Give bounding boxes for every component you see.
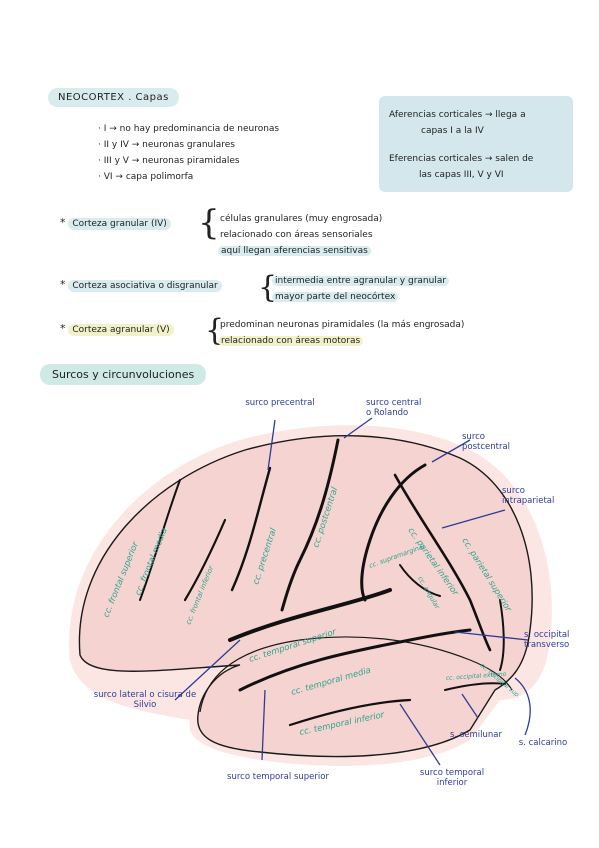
aferencias-box: Aferencias corticales → llega a capas I … bbox=[379, 96, 573, 192]
corteza-name: Corteza granular (IV) bbox=[68, 218, 171, 230]
arrow-central bbox=[343, 417, 373, 439]
surco-occipital-transverso bbox=[499, 599, 505, 671]
brace-icon: { bbox=[198, 203, 220, 243]
surco-angular bbox=[399, 564, 441, 597]
label-s-occipital-transverso: s. occipital transverso bbox=[524, 630, 570, 650]
corteza-item: aquí llegan aferencias sensitivas bbox=[218, 246, 371, 256]
label-s-semilunar: s. semilunar bbox=[450, 730, 502, 740]
label-surco-central: surco central o Rolando bbox=[366, 398, 422, 418]
label-surco-intraparietal: surco intraparietal bbox=[502, 486, 555, 506]
label-s-calcarino: s. calcarino bbox=[518, 738, 568, 748]
surco-semilunar bbox=[444, 682, 506, 691]
section-heading-neocortex: NEOCORTEX . Capas bbox=[48, 88, 179, 107]
section-heading-surcos: Surcos y circunvoluciones bbox=[40, 364, 207, 385]
gyrus-label: cc. occipital externo bbox=[446, 671, 507, 682]
bullet: · bbox=[98, 124, 101, 134]
corteza-name: Corteza agranular (V) bbox=[68, 324, 174, 336]
heading-text: NEOCORTEX . Capas bbox=[58, 92, 169, 103]
label-surco-precentral: surco precentral bbox=[245, 398, 315, 408]
brain-diagram: cc. frontal superior cc. frontal media c… bbox=[69, 417, 552, 766]
corteza-item: mayor parte del neocórtex bbox=[272, 292, 399, 302]
arrow-temporal-superior bbox=[261, 689, 266, 761]
arrow-temporal-inferior bbox=[399, 703, 441, 766]
surco-central bbox=[280, 438, 340, 612]
corteza-name: Corteza asociativa o disgranular bbox=[68, 280, 222, 292]
surco-postcentral bbox=[360, 463, 427, 602]
label-surco-postcentral: surco postcentral bbox=[462, 432, 511, 452]
surco-temporal-inferior bbox=[288, 698, 412, 727]
capa-item: · I → no hay predominancia de neuronas bbox=[98, 124, 279, 134]
surco-temporal-superior bbox=[238, 628, 472, 692]
bullet: · bbox=[98, 156, 101, 166]
arrow-calcarino bbox=[514, 677, 531, 736]
corteza-item: intermedia entre agranular y granular bbox=[272, 276, 450, 286]
eferencias-line: las capas III, V y VI bbox=[419, 170, 504, 180]
aferencias-line: capas I a la IV bbox=[421, 126, 484, 136]
bullet: · bbox=[98, 172, 101, 182]
corteza-item: relacionado con áreas sensoriales bbox=[220, 230, 373, 240]
capa-item: · II y IV → neuronas granulares bbox=[98, 140, 235, 150]
arrow-lateral bbox=[174, 639, 241, 701]
capa-text: VI → capa polimorfa bbox=[103, 172, 194, 182]
star-icon: * bbox=[60, 322, 66, 335]
surco-frontal-superior bbox=[139, 479, 181, 601]
corteza-item: células granulares (muy engrosada) bbox=[220, 214, 383, 224]
corteza-item: predominan neuronas piramidales (la más … bbox=[220, 320, 465, 330]
capa-text: II y IV → neuronas granulares bbox=[103, 140, 235, 150]
sulci bbox=[139, 438, 506, 727]
corteza-granular-title: * Corteza granular (IV) bbox=[60, 216, 171, 230]
capa-text: I → no hay predominancia de neuronas bbox=[103, 124, 280, 134]
arrow-occipital-transverso bbox=[454, 631, 529, 641]
star-icon: * bbox=[60, 278, 66, 291]
arrow-semilunar bbox=[461, 693, 479, 719]
arrow-postcentral bbox=[431, 439, 471, 463]
corteza-asociativa-title: * Corteza asociativa o disgranular bbox=[60, 278, 222, 292]
capa-text: III y V → neuronas piramidales bbox=[103, 156, 240, 166]
capa-item: · III y V → neuronas piramidales bbox=[98, 156, 240, 166]
label-surco-lateral: surco lateral o cisura de Silvio bbox=[93, 690, 197, 710]
surco-precentral bbox=[230, 466, 272, 592]
heading-text: Surcos y circunvoluciones bbox=[52, 368, 195, 381]
bullet: · bbox=[98, 140, 101, 150]
temporal-lobe-outline bbox=[199, 636, 513, 713]
corteza-item: relacionado con áreas motoras bbox=[218, 336, 364, 346]
label-surco-temporal-superior: surco temporal superior bbox=[227, 772, 329, 782]
arrow-intraparietal bbox=[441, 509, 506, 529]
pointer-lines bbox=[174, 417, 531, 766]
aferencias-line: Aferencias corticales → llega a bbox=[389, 110, 526, 120]
eferencias-line: Eferencias corticales → salen de bbox=[389, 154, 534, 164]
surco-frontal-inferior bbox=[183, 518, 227, 602]
star-icon: * bbox=[60, 216, 66, 229]
arrow-precentral bbox=[267, 419, 276, 471]
capa-item: · VI → capa polimorfa bbox=[98, 172, 193, 182]
surco-lateral bbox=[228, 588, 392, 642]
label-surco-temporal-inferior: surco temporal inferior bbox=[419, 768, 485, 788]
corteza-agranular-title: * Corteza agranular (V) bbox=[60, 322, 174, 336]
